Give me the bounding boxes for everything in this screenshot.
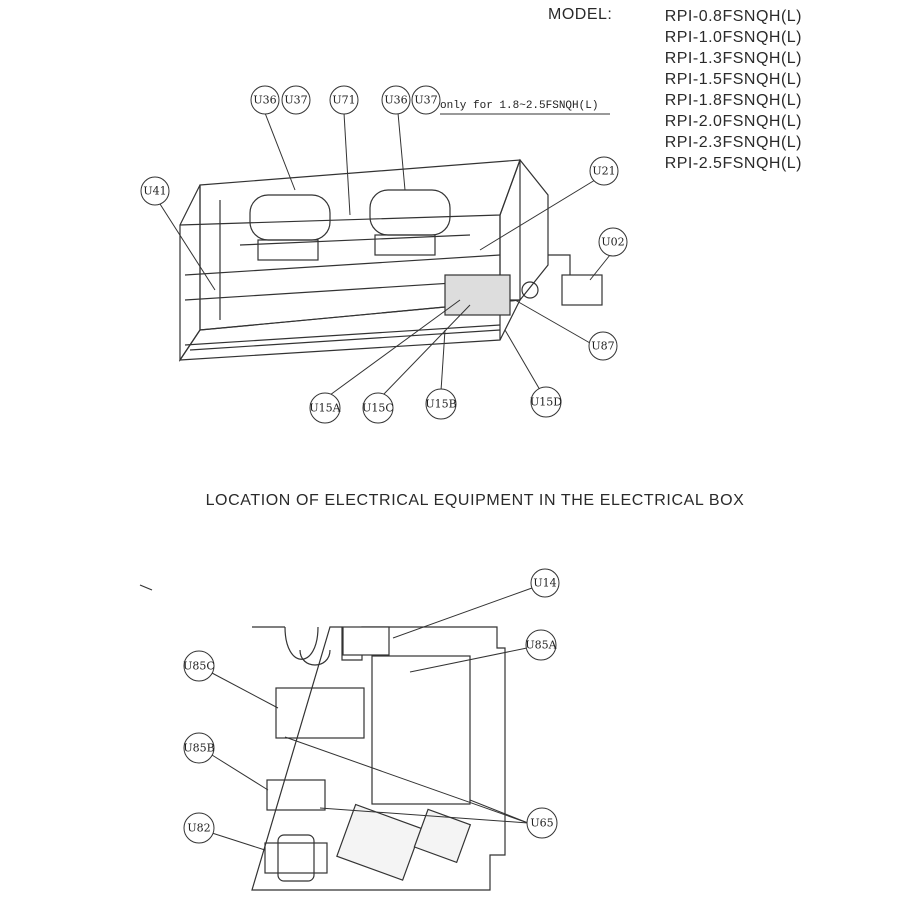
callout-u37: U37 xyxy=(281,85,311,115)
callout-u71: U71 xyxy=(329,85,359,115)
model-item: RPI-1.3FSNQH(L) xyxy=(664,50,802,67)
callout-u37-b: U37 xyxy=(411,85,441,115)
callout-u15b: U15B xyxy=(425,388,457,420)
model-item: RPI-1.0FSNQH(L) xyxy=(664,29,802,46)
callout-u85c: U85C xyxy=(183,650,215,682)
svg-text:U85B: U85B xyxy=(183,742,214,755)
electrical-box-drawing xyxy=(139,584,506,891)
indoor-unit-drawing xyxy=(178,158,603,362)
svg-text:U15A: U15A xyxy=(309,402,341,415)
callout-u41: U41 xyxy=(140,176,170,206)
svg-text:U14: U14 xyxy=(533,577,556,590)
svg-text:U36: U36 xyxy=(253,94,276,107)
box-leader-lines xyxy=(211,587,533,851)
svg-text:U85C: U85C xyxy=(183,660,215,673)
model-list: RPI-0.8FSNQH(L) RPI-1.0FSNQH(L) RPI-1.3F… xyxy=(665,6,802,174)
callout-u65: U65 xyxy=(526,807,558,839)
callout-u15c: U15C xyxy=(362,392,394,424)
model-item: RPI-2.3FSNQH(L) xyxy=(664,134,802,151)
svg-text:U87: U87 xyxy=(591,340,614,353)
model-item: RPI-2.0FSNQH(L) xyxy=(664,113,802,130)
svg-text:U65: U65 xyxy=(530,817,553,830)
callout-u14: U14 xyxy=(530,568,560,598)
svg-text:U15B: U15B xyxy=(425,398,456,411)
svg-text:U85A: U85A xyxy=(525,639,557,652)
svg-text:U37: U37 xyxy=(414,94,437,107)
svg-text:U37: U37 xyxy=(284,94,307,107)
unit-leader-lines xyxy=(159,112,611,396)
svg-text:U71: U71 xyxy=(332,94,355,107)
svg-text:U21: U21 xyxy=(592,165,615,178)
only-for-note: only for 1.8~2.5FSNQH(L) xyxy=(440,100,598,112)
model-item: RPI-1.8FSNQH(L) xyxy=(664,92,802,109)
svg-text:U02: U02 xyxy=(601,236,624,249)
callout-u82: U82 xyxy=(183,812,215,844)
callout-u85b: U85B xyxy=(183,732,215,764)
callout-u87: U87 xyxy=(588,331,618,361)
model-item: RPI-0.8FSNQH(L) xyxy=(664,8,802,25)
model-item: RPI-2.5FSNQH(L) xyxy=(664,155,802,172)
section-title: LOCATION OF ELECTRICAL EQUIPMENT IN THE … xyxy=(205,492,745,509)
svg-text:U36: U36 xyxy=(384,94,407,107)
svg-text:U41: U41 xyxy=(143,185,166,198)
model-item: RPI-1.5FSNQH(L) xyxy=(664,71,802,88)
svg-text:U15C: U15C xyxy=(362,402,394,415)
callout-u85a: U85A xyxy=(525,629,558,661)
callout-u15a: U15A xyxy=(309,392,342,424)
svg-text:U15D: U15D xyxy=(530,396,562,409)
callout-u15d: U15D xyxy=(530,386,562,418)
callout-u36-b: U36 xyxy=(381,85,411,115)
svg-text:U82: U82 xyxy=(187,822,210,835)
callout-u21: U21 xyxy=(589,156,619,186)
callout-u36: U36 xyxy=(250,85,280,115)
callout-u02: U02 xyxy=(598,227,628,257)
model-label: MODEL: xyxy=(548,6,613,23)
